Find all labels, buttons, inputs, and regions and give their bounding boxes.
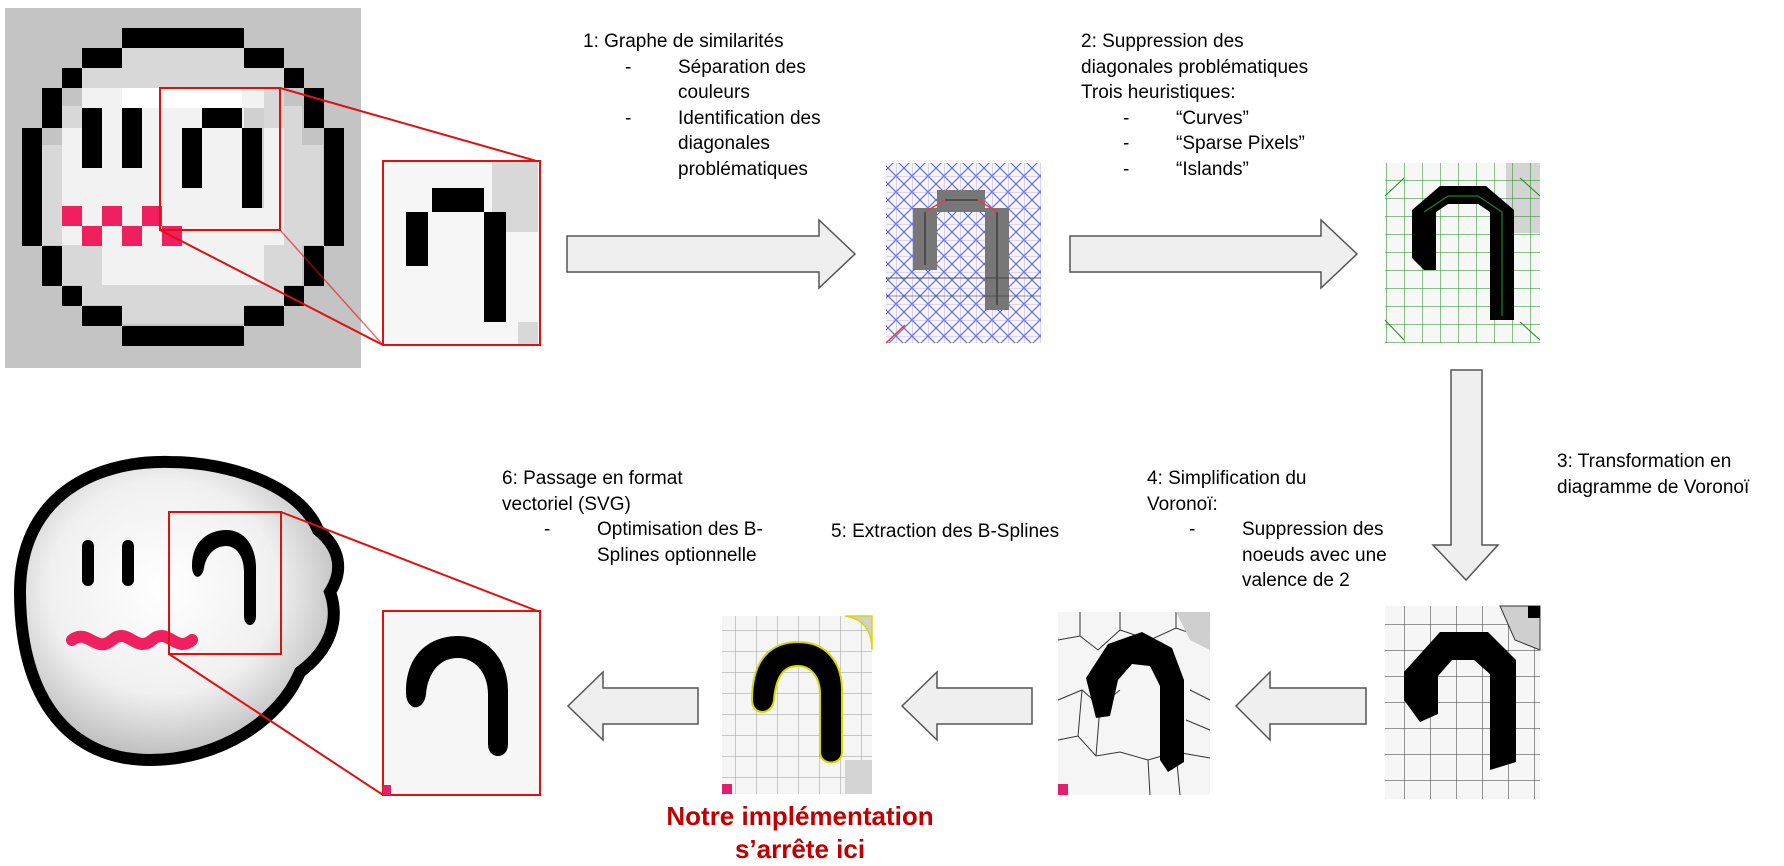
step4-item-label: Suppression des noeuds avec une valence …: [1242, 519, 1387, 591]
bullet-dash: -: [1123, 107, 1130, 129]
step3-line2: diagramme de Voronoï: [1557, 476, 1750, 498]
arrow-step3-down: [1431, 369, 1500, 582]
bullet-dash: -: [1189, 519, 1196, 540]
pixel-zoom-inset: [382, 160, 541, 346]
step5-text: 5: Extraction des B-Splines: [831, 519, 1059, 545]
step1-item-label: Séparation des couleurs: [678, 56, 806, 104]
note-line2: s’arrête ici: [734, 834, 866, 864]
arrow-step2: [1069, 218, 1359, 290]
vector-face-image: [13, 455, 541, 796]
pixel-art-face-image: [5, 8, 541, 368]
note-line1: Notre implémentation: [666, 801, 934, 831]
step2-title-line1: 2: Suppression des: [1081, 31, 1244, 52]
vector-zoom-inset: [382, 610, 541, 796]
step1-item-diagonal-identification: - Identification des diagonales probléma…: [583, 106, 848, 183]
step3-text: 3: Transformation en diagramme de Vorono…: [1557, 449, 1749, 500]
cleaned-graph-image: [1384, 163, 1541, 343]
step1-text: 1: Graphe de similarités - Séparation de…: [583, 29, 848, 182]
step1-item-color-separation: - Séparation des couleurs: [583, 55, 848, 106]
bullet-dash: -: [625, 56, 632, 78]
step4-item-valence: - Suppression des noeuds avec une valenc…: [1147, 517, 1417, 594]
bullet-dash: -: [1123, 133, 1130, 154]
step2-text: 2: Suppression des diagonales problémati…: [1081, 29, 1308, 182]
step4-line1: 4: Simplification du: [1147, 468, 1307, 489]
arrow-step5: [900, 670, 1033, 742]
step2-item-label: “Curves”: [1176, 107, 1249, 129]
bspline-image: [722, 615, 873, 794]
voronoi-diagram-image: [1385, 605, 1541, 799]
step2-item-islands: - “Islands”: [1081, 157, 1308, 183]
step2-subtitle: Trois heuristiques:: [1081, 82, 1236, 103]
step6-item-optimisation: - Optimisation des B-Splines optionnelle: [502, 517, 767, 568]
bullet-dash: -: [1123, 158, 1130, 180]
step1-title: 1: Graphe de similarités: [583, 31, 784, 52]
step6-text: 6: Passage en format vectoriel (SVG) - O…: [502, 466, 767, 568]
step1-item-label: Identification des diagonales problémati…: [678, 107, 821, 180]
arrow-step4: [1234, 670, 1367, 742]
step2-item-sparse-pixels: - “Sparse Pixels”: [1081, 131, 1308, 157]
implementation-stop-note: Notre implémentation s’arrête ici: [600, 800, 1000, 866]
step2-title-line2: diagonales problématiques: [1081, 56, 1309, 78]
bullet-dash: -: [544, 519, 551, 540]
simplified-voronoi-image: [1057, 612, 1211, 796]
similarity-graph-image: [885, 163, 1041, 344]
step4-line2: Voronoï:: [1147, 493, 1218, 515]
arrow-step1: [566, 218, 857, 290]
step2-item-label: “Islands”: [1176, 158, 1249, 180]
step4-text: 4: Simplification du Voronoï: - Suppress…: [1147, 466, 1417, 594]
step6-item-label: Optimisation des B-Splines optionnelle: [597, 519, 763, 566]
bullet-dash: -: [625, 107, 632, 129]
step6-line1: 6: Passage en format: [502, 468, 683, 489]
step6-line2: vectoriel (SVG): [502, 493, 631, 515]
arrow-step6: [566, 670, 699, 742]
step2-item-label: “Sparse Pixels”: [1176, 133, 1305, 154]
step5-title: 5: Extraction des B-Splines: [831, 521, 1060, 542]
step3-line1: 3: Transformation en: [1557, 451, 1732, 472]
step2-item-curves: - “Curves”: [1081, 106, 1308, 132]
